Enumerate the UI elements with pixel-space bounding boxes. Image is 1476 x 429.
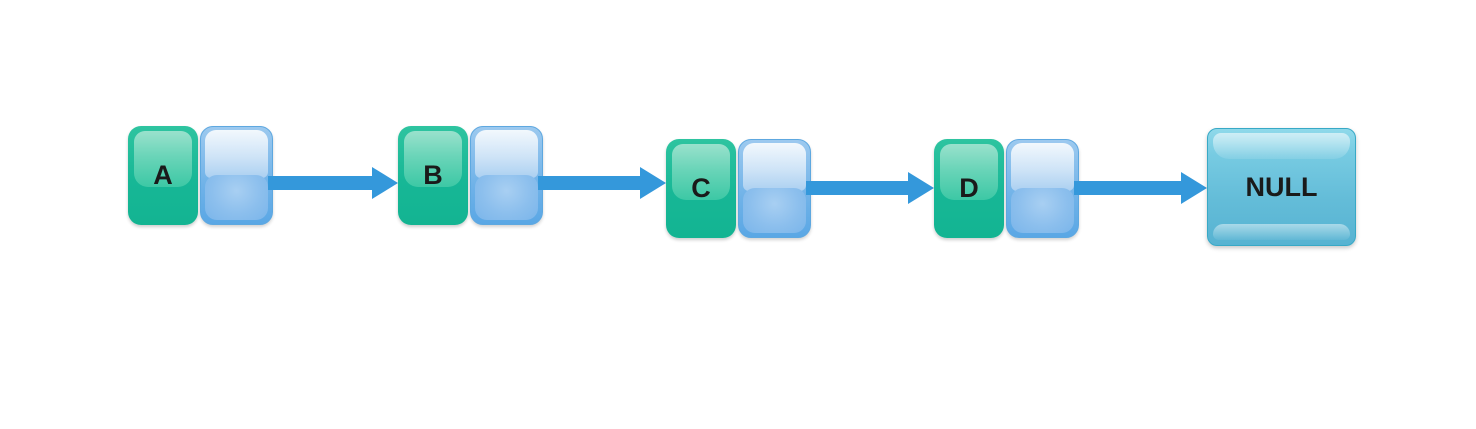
arrow-b-to-c [538,167,666,199]
arrow-head [372,167,398,199]
arrow-head [908,172,934,204]
node-data-cell: C [666,139,736,238]
arrow-c-to-d [806,172,934,204]
node-pointer-cell [738,139,811,238]
arrow-head [1181,172,1207,204]
node-data-cell: B [398,126,468,225]
null-gloss-top [1213,133,1350,159]
arrow-shaft [1074,181,1181,195]
node-data-label: D [959,173,979,203]
node-data-cell: D [934,139,1004,238]
arrow-shaft [806,181,908,195]
node-data-label: A [153,160,173,190]
null-label: NULL [1245,171,1318,202]
arrow-shaft [268,176,372,190]
null-terminator: NULL [1207,128,1356,246]
arrow-shaft [538,176,640,190]
node-pointer-cell [470,126,543,225]
arrow-d-to-null [1074,172,1207,204]
node-data-label: B [423,160,443,190]
node-pointer-cell [1006,139,1079,238]
node-data-label: C [691,173,711,203]
null-gloss-bottom [1213,224,1350,240]
arrow-a-to-b [268,167,398,199]
node-pointer-cell [200,126,273,225]
arrow-head [640,167,666,199]
node-data-cell: A [128,126,198,225]
